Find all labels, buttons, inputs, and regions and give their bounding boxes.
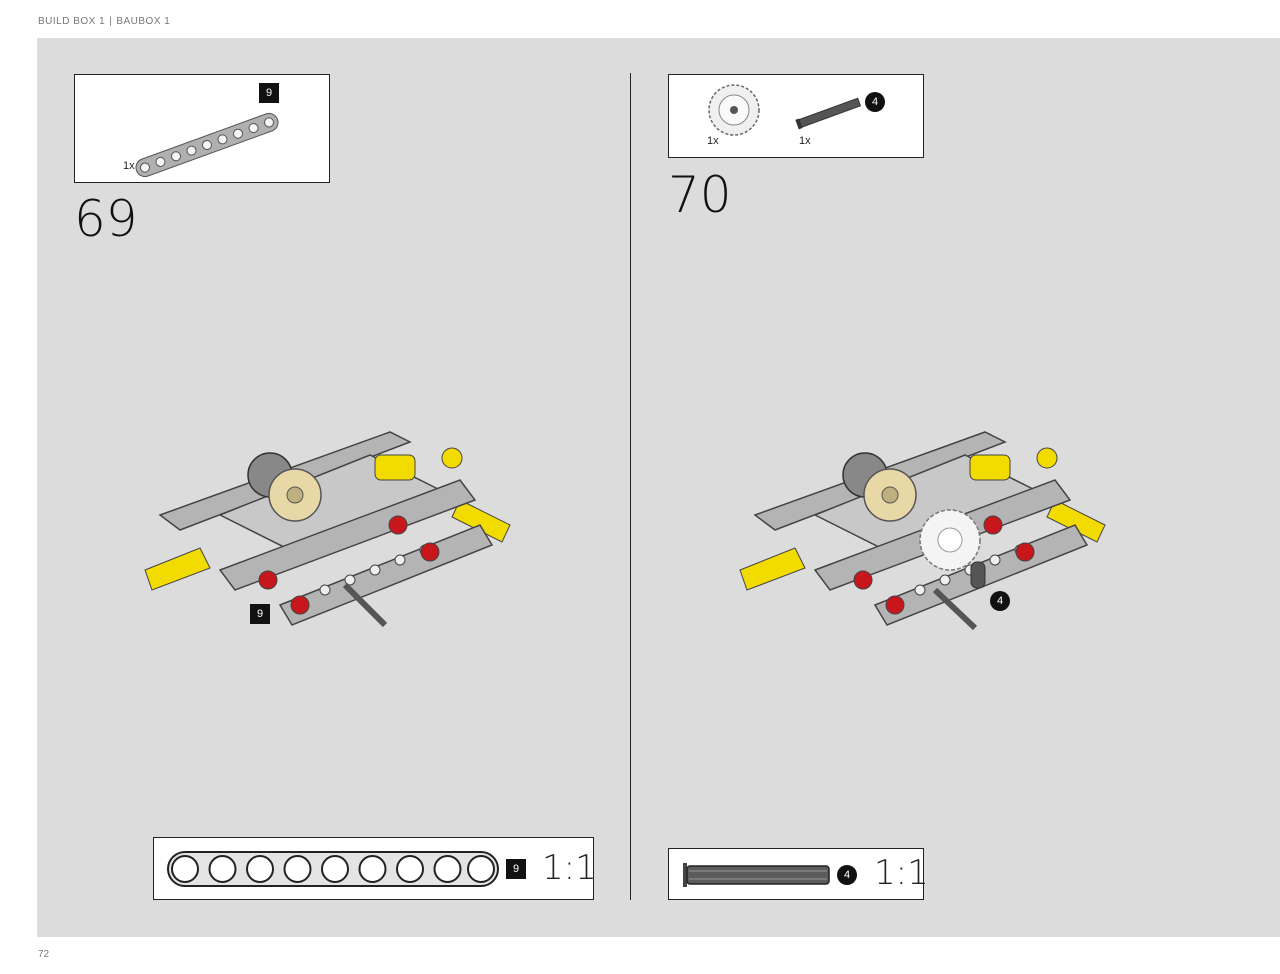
step69-parts-box: 9 1x (74, 74, 330, 183)
step70-scale-label: 1:1 (874, 853, 929, 893)
axle-4-scale-badge: 4 (837, 865, 857, 885)
axle-4-scale-drawing (683, 863, 830, 887)
header-right: BAUBOX 1 (116, 16, 171, 27)
beam-9-length-badge: 9 (259, 83, 279, 103)
page-header: BUILD BOX 1|BAUBOX 1 (38, 16, 170, 27)
header-left: BUILD BOX 1 (38, 16, 106, 27)
step-number-70: 70 (668, 166, 732, 224)
step69-scale-label: 1:1 (542, 848, 597, 888)
beam-9-quantity: 1x (123, 160, 135, 172)
step69-callout-badge: 9 (250, 604, 270, 624)
axle-4-quantity: 1x (799, 135, 811, 147)
step70-callout-badge: 4 (990, 591, 1010, 611)
gear-24-part-icon (708, 84, 760, 136)
axle-4-length-badge: 4 (865, 92, 885, 112)
step70-scale-box: 4 1:1 (668, 848, 929, 900)
beam-9-scale-badge: 9 (506, 859, 526, 879)
step-number-69: 69 (74, 190, 138, 248)
gear-24-quantity: 1x (707, 135, 719, 147)
header-separator: | (109, 16, 113, 27)
beam-9-part-icon (135, 112, 279, 178)
axle-4-part-icon (795, 97, 862, 130)
page-number: 72 (38, 949, 50, 960)
step70-assembly-illustration (739, 431, 1106, 631)
step-divider (630, 73, 631, 900)
step69-scale-box: 9 1:1 (153, 837, 597, 900)
step70-parts-box: 4 1x 1x (668, 74, 924, 158)
step69-assembly-illustration (144, 431, 511, 628)
beam-9-scale-drawing (167, 851, 499, 887)
